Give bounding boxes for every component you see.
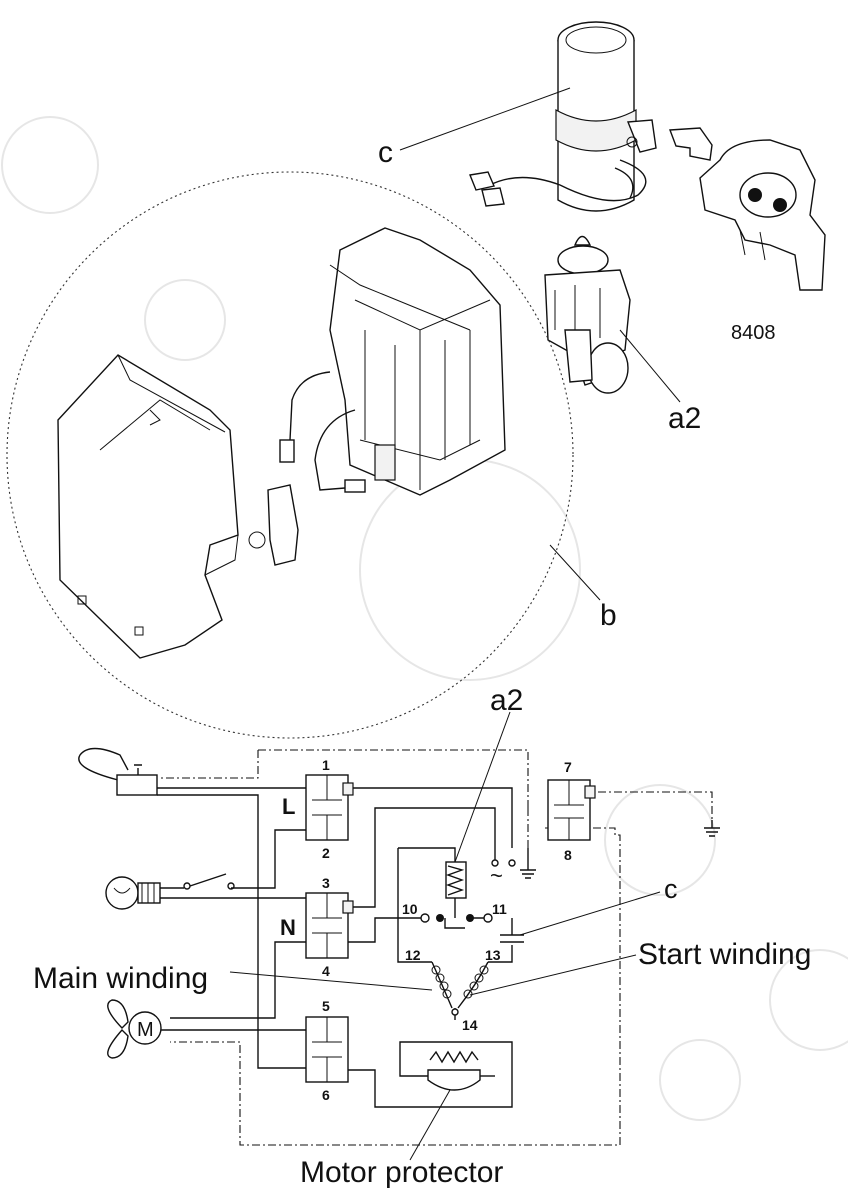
- door-switch-symbol: [183, 873, 235, 890]
- wiring: [157, 711, 720, 1161]
- terminal-3: 3: [322, 875, 330, 891]
- relay-contacts: [420, 913, 493, 923]
- terminal-2: 2: [322, 845, 330, 861]
- terminal-block-7-8: [547, 779, 596, 841]
- terminal-block-3-4: [305, 892, 354, 959]
- lamp-symbol: [105, 876, 161, 910]
- label-motor-protector: Motor protector: [300, 1156, 503, 1189]
- winding-coils: [431, 965, 489, 1016]
- relay-coil: [445, 861, 467, 899]
- starter-relay-illustration: [544, 235, 631, 394]
- label-a2-top: a2: [668, 402, 701, 435]
- terminal-10: 10: [402, 901, 418, 917]
- label-neutral: N: [280, 915, 296, 940]
- capacitor-illustration: [469, 21, 657, 212]
- terminal-block-5-6: [305, 1016, 349, 1083]
- ac-supply-terminals: [491, 859, 516, 867]
- reference-number: 8408: [731, 322, 776, 344]
- relay-socket-illustration: [699, 139, 826, 291]
- enclosure-outline: [160, 749, 713, 1146]
- leader-a2-top: [619, 329, 681, 403]
- label-c-top: c: [378, 136, 393, 169]
- terminal-8: 8: [564, 847, 572, 863]
- label-start-winding: Start winding: [638, 938, 811, 971]
- watermark: [1, 116, 848, 1121]
- terminal-6: 6: [322, 1087, 330, 1103]
- terminal-1: 1: [322, 757, 330, 773]
- label-main-winding: Main winding: [33, 962, 208, 995]
- label-b: b: [600, 599, 617, 632]
- leader-c-top: [399, 87, 571, 151]
- assembly-b-circle: [6, 171, 574, 739]
- ac-symbol: ~: [490, 863, 503, 888]
- terminal-11: 11: [492, 901, 507, 917]
- leader-b: [549, 544, 601, 601]
- bracket-illustration: [669, 127, 713, 161]
- thermostat-symbol: [78, 747, 158, 796]
- wire-assembly-illustration: [248, 371, 366, 566]
- terminal-4: 4: [322, 963, 330, 979]
- fan-motor-symbol: M: [107, 999, 162, 1059]
- terminal-7: 7: [564, 759, 572, 775]
- terminal-block-1-2: [305, 774, 354, 841]
- terminal-12: 12: [405, 947, 421, 963]
- label-line: L: [282, 794, 295, 819]
- housing-cover-illustration: [57, 354, 239, 659]
- terminal-13: 13: [485, 947, 501, 963]
- motor-label: M: [137, 1019, 154, 1041]
- label-c-schematic: c: [664, 874, 678, 904]
- terminal-5: 5: [322, 998, 330, 1014]
- relay-housing-illustration: [329, 227, 506, 496]
- motor-protector-symbol: [427, 1050, 481, 1091]
- label-a2-schematic: a2: [490, 684, 523, 717]
- terminal-14: 14: [462, 1017, 478, 1033]
